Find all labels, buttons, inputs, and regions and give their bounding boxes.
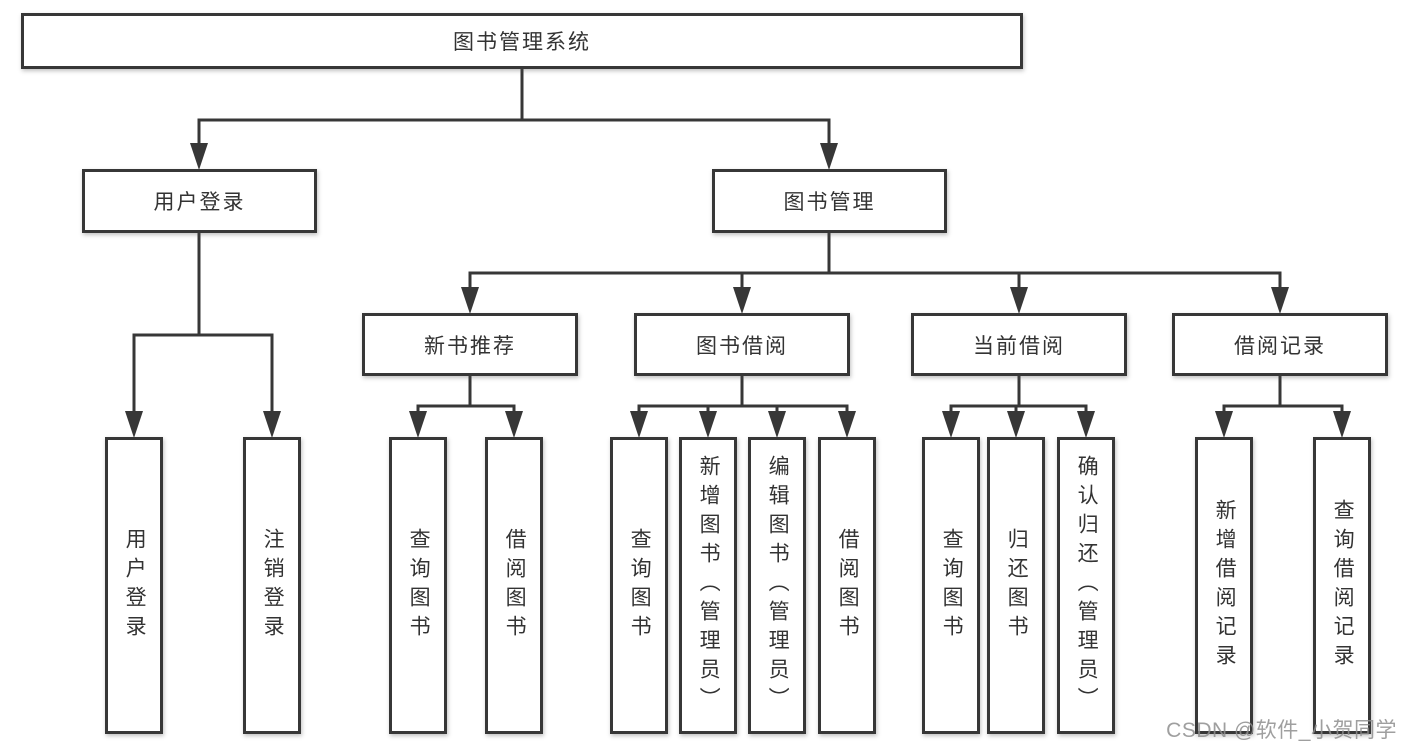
node-current-borrow-label: 当前借阅	[973, 334, 1065, 358]
connector-borrow-records-children	[1222, 376, 1344, 416]
leaf-borrow-books-1-label: 借阅图书	[503, 527, 527, 644]
connector-book-management-children	[468, 233, 1282, 292]
leaf-return-book: 归还图书	[987, 437, 1045, 734]
arrowhead-new-book-recommend	[461, 287, 479, 314]
node-new-book-recommend: 新书推荐	[362, 313, 578, 376]
leaf-add-book-label: 新增图书（管理员）	[697, 455, 721, 716]
arrowhead-leaf-query-books-2	[630, 411, 648, 438]
arrowhead-leaf-logout	[263, 411, 281, 438]
leaf-add-borrow-record: 新增借阅记录	[1195, 437, 1253, 734]
leaf-borrow-books-2-label: 借阅图书	[836, 527, 860, 644]
csdn-watermark: CSDN @软件_小贺同学	[1166, 719, 1397, 742]
arrowhead-leaf-add-borrow-record	[1215, 411, 1233, 438]
node-book-borrow-label: 图书借阅	[696, 334, 788, 358]
leaf-logout-label: 注销登录	[261, 527, 285, 644]
arrowhead-leaf-edit-book	[768, 411, 786, 438]
arrowhead-leaf-return-book	[1007, 411, 1025, 438]
leaf-logout: 注销登录	[243, 437, 301, 734]
arrowhead-current-borrow	[1010, 287, 1028, 314]
connector-root-to-level2	[197, 69, 831, 148]
leaf-confirm-return: 确认归还（管理员）	[1057, 437, 1115, 734]
leaf-edit-book-label: 编辑图书（管理员）	[766, 455, 790, 716]
arrowhead-leaf-add-book	[699, 411, 717, 438]
arrowhead-leaf-query-books-3	[942, 411, 960, 438]
leaf-query-books-1-label: 查询图书	[407, 527, 431, 644]
leaf-confirm-return-label: 确认归还（管理员）	[1075, 455, 1099, 716]
leaf-edit-book: 编辑图书（管理员）	[748, 437, 806, 734]
leaf-borrow-books-2: 借阅图书	[818, 437, 876, 734]
node-current-borrow: 当前借阅	[911, 313, 1127, 376]
node-new-book-recommend-label: 新书推荐	[424, 334, 516, 358]
node-book-management-label: 图书管理	[783, 191, 876, 214]
leaf-user-login-label: 用户登录	[123, 527, 147, 644]
arrowhead-book-management	[820, 143, 838, 170]
leaf-query-books-3: 查询图书	[922, 437, 980, 734]
leaf-query-borrow-record-label: 查询借阅记录	[1331, 498, 1355, 673]
arrowhead-leaf-borrow-books-2	[838, 411, 856, 438]
connector-new-book-recommend-children	[416, 376, 516, 416]
arrowhead-leaf-query-borrow-record	[1333, 411, 1351, 438]
node-book-borrow: 图书借阅	[634, 313, 850, 376]
node-borrow-records-label: 借阅记录	[1234, 334, 1326, 358]
node-root-label: 图书管理系统	[453, 31, 591, 54]
arrowhead-leaf-login	[125, 411, 143, 438]
node-book-management: 图书管理	[712, 169, 947, 233]
arrowhead-leaf-borrow-books-1	[505, 411, 523, 438]
node-user-login-label: 用户登录	[153, 191, 246, 214]
leaf-query-books-3-label: 查询图书	[940, 527, 964, 644]
leaf-query-books-1: 查询图书	[389, 437, 447, 734]
leaf-return-book-label: 归还图书	[1005, 527, 1029, 644]
leaf-query-books-2-label: 查询图书	[628, 527, 652, 644]
leaf-add-book: 新增图书（管理员）	[679, 437, 737, 734]
node-root: 图书管理系统	[21, 13, 1023, 69]
arrowhead-leaf-confirm-return	[1077, 411, 1095, 438]
leaf-borrow-books-1: 借阅图书	[485, 437, 543, 734]
arrowhead-user-login	[190, 143, 208, 170]
arrowhead-leaf-query-books-1	[409, 411, 427, 438]
arrowhead-borrow-records	[1271, 287, 1289, 314]
leaf-add-borrow-record-label: 新增借阅记录	[1213, 498, 1237, 673]
connector-current-borrow-children	[949, 376, 1088, 416]
arrowhead-book-borrow	[733, 287, 751, 314]
node-user-login: 用户登录	[82, 169, 317, 233]
leaf-user-login: 用户登录	[105, 437, 163, 734]
leaf-query-books-2: 查询图书	[610, 437, 668, 734]
connector-user-login-children	[132, 233, 274, 416]
leaf-query-borrow-record: 查询借阅记录	[1313, 437, 1371, 734]
connector-book-borrow-children	[637, 376, 849, 416]
node-borrow-records: 借阅记录	[1172, 313, 1388, 376]
